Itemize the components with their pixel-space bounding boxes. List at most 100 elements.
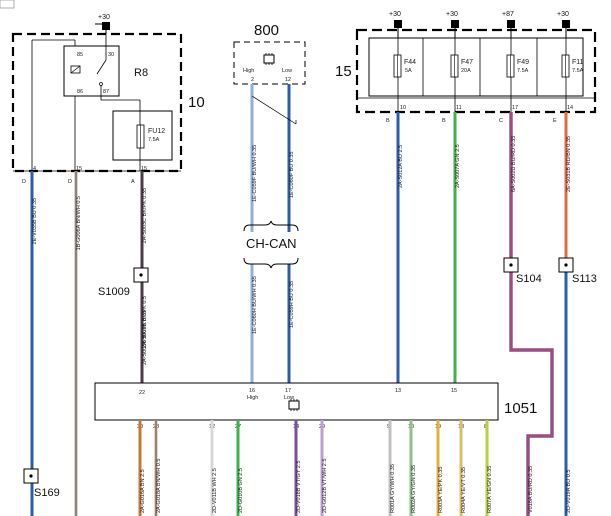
pin-1051-low: Low <box>284 395 294 401</box>
wire-label-w13: 2E-S031B RD/BN 0.35 <box>566 136 572 192</box>
pin-1051-17: 17 <box>285 388 291 394</box>
label-10: 10 <box>188 94 205 111</box>
wire-label-w12: 6A-S002D BU/RD 0.35 <box>511 136 517 192</box>
splice-s104-label: S104 <box>516 273 542 285</box>
can-brace-bottom <box>243 257 299 269</box>
fuse-f49-name: F49 <box>517 59 529 66</box>
splice-s169-label: S169 <box>34 487 60 499</box>
fuse-f49: F49 7.5A 17 C <box>499 38 529 124</box>
wire-label-w5: 2A-S003B BK/PK 0.35 <box>142 310 148 365</box>
splice-s1009-label: S1009 <box>98 286 130 298</box>
ch-can-label: CH-CAN <box>246 236 297 251</box>
pin-1051-13: 13 <box>395 388 401 394</box>
fuse-f47-letter: B <box>442 118 446 124</box>
relay-pin-30: 30 <box>108 52 114 58</box>
module800-pin12: 12 <box>285 77 291 83</box>
fuse-f11-name: F11 <box>572 59 584 66</box>
fuse-f49-rating: 7.5A <box>517 68 529 74</box>
fusebox-supplies: +30 +30 +87 +30 <box>389 11 570 38</box>
pin-1051-16: 16 <box>249 388 255 394</box>
pin-1051-22: 22 <box>139 390 145 396</box>
fuse-f49-pin: 17 <box>512 105 518 111</box>
pin-a: A <box>131 179 135 185</box>
bottom-label-7: R002A GY/GN 0.35 <box>411 465 417 513</box>
fu12-name: FU12 <box>148 128 165 135</box>
wire-label-w11: 2A-S007A GN 2.5 <box>455 144 461 188</box>
relay-pin-85: 85 <box>77 52 83 58</box>
supply-f49: +87 <box>502 11 514 18</box>
fuse-f47-pin: 11 <box>456 105 462 111</box>
component-1051: 1051 22 16 High 17 Low 13 15 <box>94 382 537 421</box>
wire-label-w9: 1E-C059H BU 0.35 <box>289 281 295 328</box>
pin-4: 4 <box>33 166 36 172</box>
module800-high: High <box>243 68 254 74</box>
module-800: 800 High Low 2 12 <box>233 22 306 85</box>
supply-f47: +30 <box>446 11 458 18</box>
supply-f11: +30 <box>557 11 569 18</box>
wire-label-w3: 2A-S003C BK/PK 0.35 <box>142 188 148 243</box>
relay-label: R8 <box>134 67 148 79</box>
relay-pin-87: 87 <box>103 89 109 95</box>
label-800: 800 <box>254 22 279 39</box>
module800-low: Low <box>282 68 292 74</box>
pin-1051-15: 15 <box>451 388 457 394</box>
supply-terminal <box>102 22 110 30</box>
bottom-label-12: 2D-V019A BU 0.5 <box>566 470 572 513</box>
fuse-fu12-box <box>112 110 173 161</box>
bottom-label-0: 2A-G016A BN 2.5 <box>140 469 146 513</box>
splice-s113-label: S113 <box>572 273 597 285</box>
fuse-f49-letter: C <box>499 118 503 124</box>
bottom-label-8: R003A YE/PK 0.35 <box>438 467 444 513</box>
wire-label-w1: 2E-V035B BU 0.35 <box>32 198 38 244</box>
pin-1051-high: High <box>247 395 258 401</box>
pin-15a: 15 <box>76 166 82 172</box>
bottom-label-6: R001A GY/WH 0.35 <box>390 464 396 513</box>
wire-label-w7: 1E-C060F BU 0.35 <box>289 152 295 198</box>
bottom-label-3: 2D-G010B GN 2.5 <box>238 468 244 513</box>
component-15: 15 <box>335 28 597 114</box>
fuse-f44-pin: 10 <box>400 105 406 111</box>
component-10: +30 10 R8 85 30 86 87 FU12 7.5A D 4 D 1 <box>11 14 205 185</box>
supply-label: +30 <box>98 14 110 21</box>
relay-r8 <box>63 45 120 97</box>
bottom-label-4: 2D-V018B VT/GY 2.5 <box>296 461 302 513</box>
module800-pin2: 2 <box>251 77 254 83</box>
fuse-f47-name: F47 <box>461 59 473 66</box>
fuse-f44-letter: B <box>386 118 390 124</box>
fu12-rating: 7.5A <box>148 137 160 143</box>
bottom-label-9: R004A YE/VT 0.35 <box>461 467 467 513</box>
pin-15b: 15 <box>141 166 147 172</box>
fuse-f11: F11 7.5A 14 E <box>553 38 584 124</box>
wire-label-w2: 1B-G006A BN/WH 0.5 <box>76 196 82 250</box>
fuse-f44-name: F44 <box>404 59 416 66</box>
relay-pin-86: 86 <box>77 89 83 95</box>
bottom-label-5: 2D-G012B VT/WH 2.5 <box>322 459 328 513</box>
wire-6a-s002d <box>509 112 554 516</box>
box-15 <box>355 28 597 114</box>
fuse-f47-rating: 20A <box>461 68 471 74</box>
wire-label-w8: 1E-C060H BU/WH 0.35 <box>252 276 258 334</box>
label-15: 15 <box>335 63 352 80</box>
fuse-f11-rating: 7.5A <box>572 68 584 74</box>
bottom-label-1: 2A-G018A BN/WH 0.5 <box>156 459 162 513</box>
label-1051: 1051 <box>504 400 537 417</box>
box-800 <box>233 41 306 85</box>
corner-box <box>0 0 15 9</box>
bottom-label-11: V018A BU/RD 0.35 <box>528 466 534 513</box>
fuse-f11-letter: E <box>553 118 557 124</box>
fuse-f44: F44 5A 10 B <box>386 38 416 124</box>
fuse-f44-rating: 5A <box>405 68 412 74</box>
fuse-f11-pin: 14 <box>567 105 573 111</box>
chip-icon <box>263 54 275 64</box>
wire-label-w4: 2A-S003B BK/PK 0.5 <box>142 296 148 348</box>
relay-coil <box>70 65 81 74</box>
fuse-f47: F47 20A 11 B <box>442 38 473 124</box>
supply-f44: +30 <box>389 11 401 18</box>
bottom-label-10: R007A YE/GN 0.35 <box>487 466 493 513</box>
box-10 <box>11 32 183 173</box>
bottom-label-2: 2D-V011B WH 2.5 <box>212 468 218 513</box>
wire-label-w10: 2A-S012A BU 2.5 <box>398 145 404 188</box>
pin-d1: D <box>22 179 26 185</box>
wire-label-w6: 1E-C059F BU/WH 0.35 <box>252 145 258 202</box>
